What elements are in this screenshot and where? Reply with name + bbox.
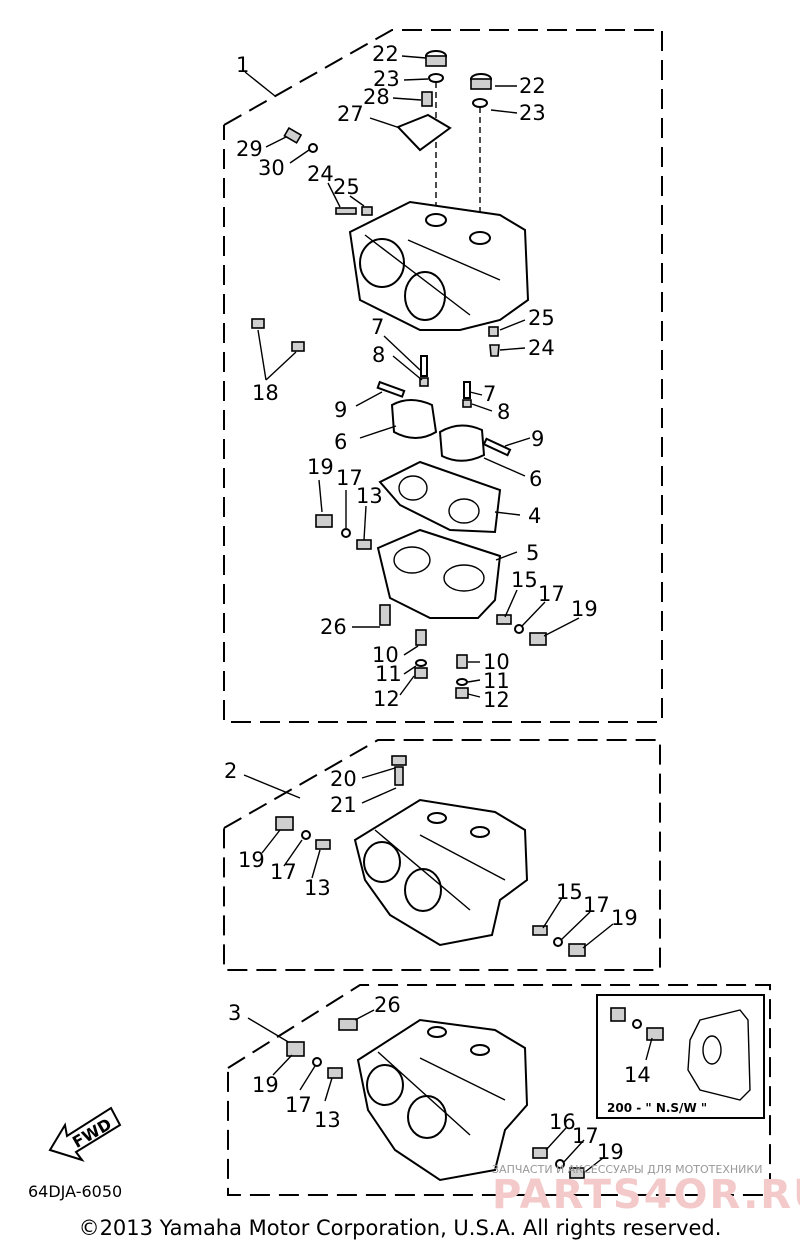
label-30: 30 — [258, 156, 285, 180]
label-17e: 17 — [285, 1093, 312, 1117]
group-3-labels: 26 19 17 13 16 17 19 — [252, 993, 624, 1164]
group-1-parts — [251, 50, 547, 699]
label-13c: 13 — [314, 1108, 341, 1132]
label-18: 18 — [252, 381, 279, 405]
float-6-right — [438, 424, 486, 462]
group-1-labels: 22 23 22 23 28 27 29 30 24 25 25 24 18 7… — [236, 42, 598, 712]
label-6a: 6 — [334, 430, 347, 454]
label-17c: 17 — [270, 860, 297, 884]
label-12b: 12 — [483, 688, 510, 712]
label-6b: 6 — [529, 467, 542, 491]
label-4: 4 — [528, 504, 541, 528]
group-2-labels: 20 21 19 17 13 15 17 19 — [238, 767, 638, 930]
group-label-2: 2 — [224, 759, 237, 783]
label-8b: 8 — [497, 400, 510, 424]
label-21: 21 — [330, 793, 357, 817]
copyright-notice: ©2013 Yamaha Motor Corporation, U.S.A. A… — [78, 1216, 722, 1240]
label-23a: 23 — [373, 67, 400, 91]
label-27: 27 — [337, 102, 364, 126]
group-2-boundary: 2 — [223, 739, 661, 971]
label-26b: 26 — [374, 993, 401, 1017]
label-28: 28 — [363, 85, 390, 109]
label-23b: 23 — [519, 101, 546, 125]
label-19d: 19 — [611, 906, 638, 930]
group-1-boundary: 1 — [223, 29, 663, 723]
cap-22-right — [470, 73, 492, 108]
watermark-small: ЗАПЧАСТИ И АКСЕССУАРЫ ДЛЯ МОТОТЕХНИКИ — [492, 1163, 762, 1176]
fwd-arrow-icon: FWD — [48, 1106, 122, 1162]
label-9a: 9 — [334, 398, 347, 422]
group-label-1: 1 — [236, 53, 249, 77]
label-7a: 7 — [371, 315, 384, 339]
diagram-code: 64DJA-6050 — [28, 1182, 122, 1201]
label-19b: 19 — [571, 597, 598, 621]
label-10a: 10 — [372, 643, 399, 667]
label-17b: 17 — [538, 582, 565, 606]
label-12a: 12 — [373, 687, 400, 711]
group-label-3: 3 — [228, 1001, 241, 1025]
label-17f: 17 — [572, 1124, 599, 1148]
label-9b: 9 — [531, 427, 544, 451]
label-17a: 17 — [336, 466, 363, 490]
label-10b: 10 — [483, 650, 510, 674]
label-13b: 13 — [304, 876, 331, 900]
group-3-boundary: 3 — [227, 984, 771, 1196]
label-22a: 22 — [372, 42, 399, 66]
label-11a: 11 — [375, 662, 402, 686]
float-bowl-5 — [376, 528, 502, 619]
label-24a: 24 — [307, 162, 334, 186]
label-20: 20 — [330, 767, 357, 791]
label-25a: 25 — [333, 175, 360, 199]
label-24b: 24 — [528, 336, 555, 360]
label-29: 29 — [236, 137, 263, 161]
group-1-leaders — [257, 55, 580, 698]
label-22b: 22 — [519, 74, 546, 98]
label-19f: 19 — [597, 1140, 624, 1164]
carburetor-assembly-3 — [356, 1018, 529, 1182]
label-13a: 13 — [356, 484, 383, 508]
group-3-parts — [286, 1018, 585, 1182]
label-5: 5 — [526, 541, 539, 565]
group-2-parts — [275, 755, 586, 957]
watermark-large: PARTS4OR.RU — [492, 1172, 800, 1218]
label-11b: 11 — [483, 669, 510, 693]
label-15b: 15 — [556, 880, 583, 904]
label-25b: 25 — [528, 306, 555, 330]
label-17d: 17 — [583, 893, 610, 917]
watermark: ЗАПЧАСТИ И АКСЕССУАРЫ ДЛЯ МОТОТЕХНИКИ PA… — [492, 1163, 800, 1218]
group-3-leaders — [272, 1009, 604, 1173]
float-6-left — [390, 399, 438, 439]
label-19a: 19 — [307, 455, 334, 479]
label-8a: 8 — [372, 343, 385, 367]
label-15a: 15 — [511, 568, 538, 592]
inset-box: 14 200 - " N.S/W " — [596, 994, 765, 1119]
label-26a: 26 — [320, 615, 347, 639]
label-19c: 19 — [238, 848, 265, 872]
label-16: 16 — [549, 1110, 576, 1134]
group-2-leaders — [261, 767, 614, 949]
label-19e: 19 — [252, 1073, 279, 1097]
cap-22-left — [425, 50, 447, 83]
label-7b: 7 — [483, 382, 496, 406]
label-14: 14 — [624, 1063, 651, 1087]
inset-label: 200 - " N.S/W " — [607, 1101, 707, 1115]
gasket-4 — [378, 460, 502, 534]
